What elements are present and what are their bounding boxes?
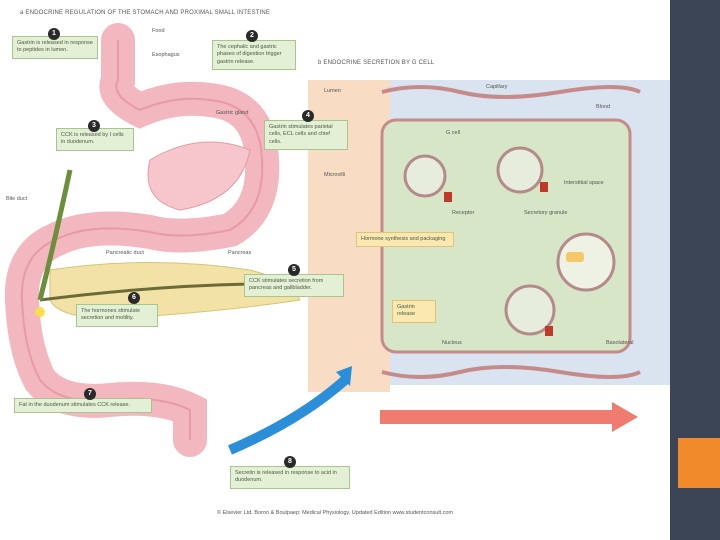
callout-5-number: 5: [288, 264, 300, 276]
label-secretory-granule: Secretory granule: [524, 210, 567, 216]
label-gastric-gland: Gastric gland: [216, 110, 248, 116]
label-interstitial-space: Interstitial space: [564, 180, 604, 186]
callout-3-number: 3: [88, 120, 100, 132]
callout-8-number: 8: [284, 456, 296, 468]
vesicle-2: [498, 148, 542, 192]
accent-tab: [678, 438, 720, 488]
ampulla: [35, 307, 45, 317]
label-hormone-synthesis: Hormone synthesis and packaging: [356, 232, 454, 247]
label-esophagus: Esophagus: [152, 52, 180, 58]
callout-5: CCK stimulates secretion from pancreas a…: [244, 274, 344, 297]
label-microvilli: Microvilli: [324, 172, 345, 178]
panel-b-title: b ENDOCRINE SECRETION BY G CELL: [318, 60, 434, 66]
receptor-1: [444, 192, 452, 202]
vesicle-1: [405, 156, 445, 196]
label-bile-duct: Bile duct: [6, 196, 27, 202]
callout-6: The hormones stimulate secretion and mot…: [76, 304, 158, 327]
callout-6-number: 6: [128, 292, 140, 304]
receptor-3: [545, 326, 553, 336]
label-g-cell: G cell: [446, 130, 460, 136]
receptor-2: [540, 182, 548, 192]
label-food: Food: [152, 28, 165, 34]
panel-a-title: a ENDOCRINE REGULATION OF THE STOMACH AN…: [20, 10, 270, 16]
label-pancreas: Pancreas: [228, 250, 251, 256]
callout-4: Gastrin stimulates parietal cells, ECL c…: [264, 120, 348, 150]
label-basolateral: Basolateral: [606, 340, 634, 346]
callout-1-number: 1: [48, 28, 60, 40]
callout-4-number: 4: [302, 110, 314, 122]
label-lumen: Lumen: [324, 88, 341, 94]
callout-7: Fat in the duodenum stimulates CCK relea…: [14, 398, 152, 413]
callout-2: The cephalic and gastric phases of diges…: [212, 40, 296, 70]
callout-7-number: 7: [84, 388, 96, 400]
red-arrow-head: [612, 402, 638, 432]
vesicle-3: [558, 234, 614, 290]
label-pancreatic-duct: Pancreatic duct: [106, 250, 144, 256]
label-blood: Blood: [596, 104, 610, 110]
label-gastrin-release: Gastrin release: [392, 300, 436, 323]
label-nucleus: Nucleus: [442, 340, 462, 346]
label-receptor: Receptor: [452, 210, 474, 216]
callout-8: Secretin is released in response to acid…: [230, 466, 350, 489]
stomach-body: [148, 142, 250, 210]
callout-2-number: 2: [246, 30, 258, 42]
diagram-graphics: [0, 0, 670, 540]
gut-tube: [22, 40, 262, 440]
blue-arrow: [230, 380, 345, 450]
copyright-footer: © Elsevier Ltd. Boron & Boulpaep: Medica…: [0, 510, 670, 516]
red-arrow-body: [380, 410, 612, 424]
granule: [566, 252, 584, 262]
label-capillary: Capillary: [486, 84, 507, 90]
